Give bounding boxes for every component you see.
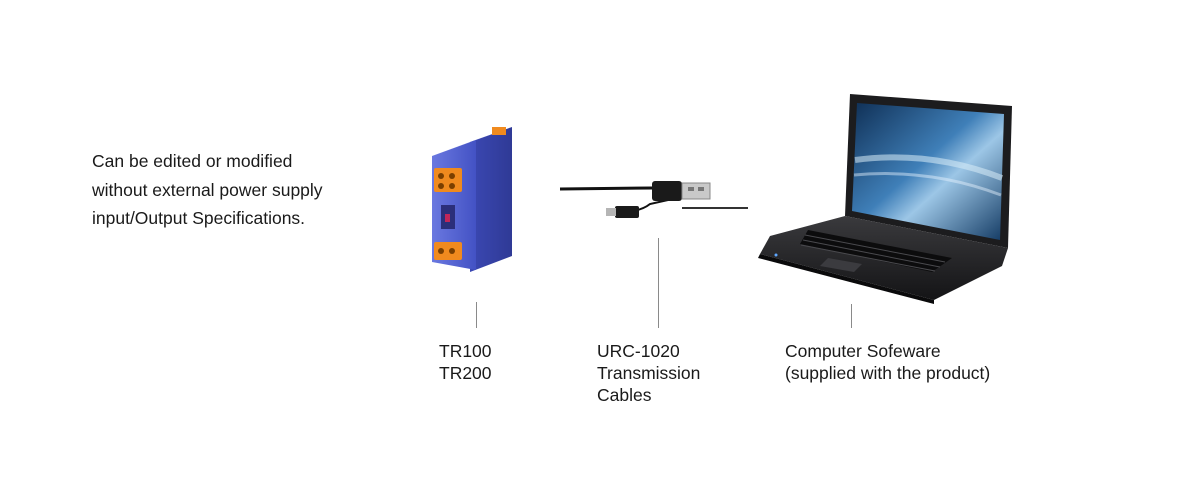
computer-label: Computer Sofeware (supplied with the pro… [785,340,990,384]
device-label: TR100 TR200 [439,340,492,384]
usb-cable-icon [559,181,748,218]
laptop-icon [758,94,1012,304]
transmitter-device-icon [432,127,512,272]
device-model-line: TR100 [439,341,492,361]
description-text: Can be edited or modified without extern… [92,147,323,233]
cable-label: URC-1020 Transmission Cables [597,340,700,406]
description-line: Can be edited or modified [92,151,293,171]
cable-label-line: Cables [597,385,652,405]
cable-label-line: Transmission [597,363,701,383]
cable-leader-line [658,238,659,328]
computer-leader-line [851,304,852,328]
device-model-line: TR200 [439,363,492,383]
description-line: without external power supply [92,179,323,200]
device-leader-line [476,302,477,328]
computer-label-line: Computer Sofeware [785,341,941,361]
computer-label-line: (supplied with the product) [785,363,991,383]
description-line: input/Output Specifications. [92,208,306,228]
cable-label-line: URC-1020 [597,341,680,361]
